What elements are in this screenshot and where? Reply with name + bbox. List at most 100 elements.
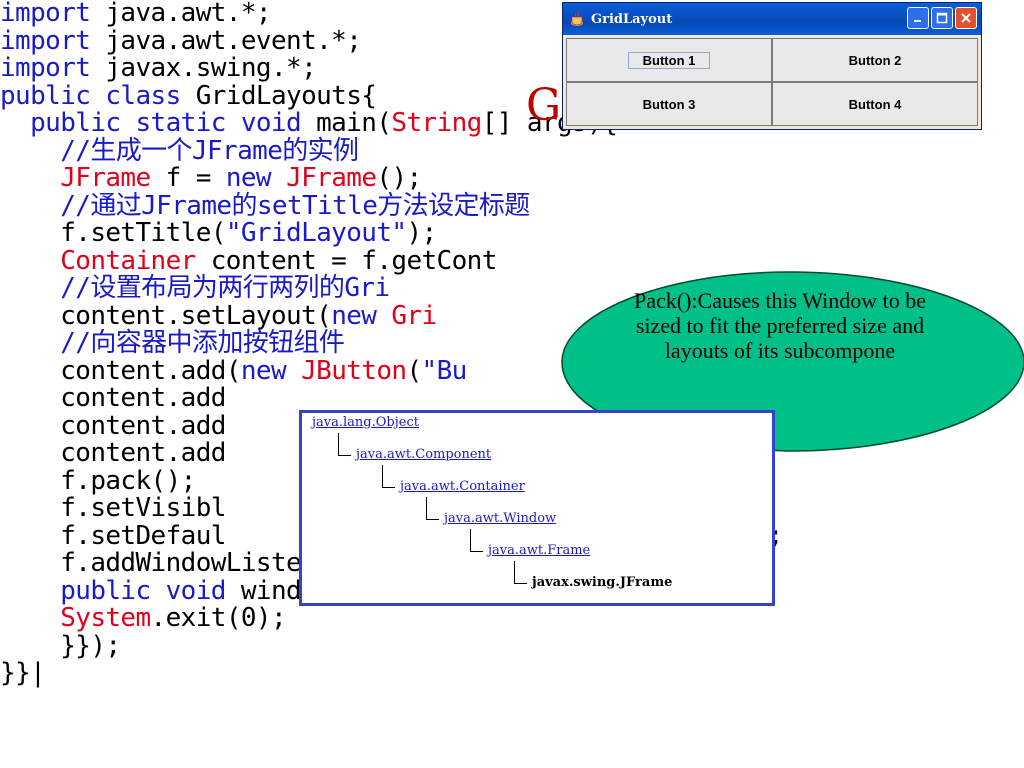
grid-button-label: Button 3	[642, 96, 696, 112]
code-token	[0, 603, 60, 633]
code-token	[0, 328, 60, 358]
code-token: content.add(	[0, 355, 241, 386]
code-token: public static void	[30, 108, 302, 138]
tree-connector	[514, 561, 527, 584]
code-line: //生成一个JFrame的实例	[0, 135, 783, 166]
code-token: public void	[60, 575, 226, 606]
code-token: content.add	[0, 438, 226, 468]
code-line: JFrame f = new JFrame();	[0, 163, 783, 193]
code-token: String	[391, 108, 482, 138]
window-title: GridLayout	[591, 11, 673, 27]
code-token: JFrame	[286, 163, 377, 193]
code-token	[271, 163, 286, 193]
code-line: f.setVisibl	[0, 493, 783, 523]
code-token: main(	[301, 108, 392, 138]
code-token: f =	[150, 163, 226, 193]
minimize-button[interactable]	[907, 7, 929, 29]
tree-connector	[426, 497, 439, 520]
code-token: (	[406, 355, 422, 386]
code-token: new	[240, 355, 287, 386]
code-token: public class	[0, 80, 181, 111]
code-token	[0, 273, 60, 303]
code-line: content.add	[0, 383, 783, 413]
callout-text: Pack():Causes this Window to be sized to…	[633, 288, 926, 363]
code-line: f.setTitle("GridLayout");	[0, 218, 783, 248]
code-token: f.pack();	[0, 465, 196, 496]
code-token: import	[0, 0, 91, 28]
button-grid: Button 1 Button 2 Button 3 Button 4	[566, 38, 978, 126]
code-token: f.setVisibl	[0, 493, 226, 523]
code-token: javax.swing.*;	[90, 53, 317, 83]
code-token: //设置布局为两行两列的Gri	[60, 273, 390, 303]
code-token: }}|	[0, 658, 46, 688]
code-line: content.add ;	[0, 410, 783, 441]
gridlayout-window[interactable]: GridLayout Button 1 Button 2 Button 3 Bu…	[562, 2, 982, 130]
grid-button-label: Button 2	[848, 52, 902, 68]
code-token: content.add	[0, 383, 226, 413]
code-token: import	[0, 53, 91, 83]
code-line: import java.awt.*;	[0, 0, 783, 28]
java-cup-icon	[571, 11, 583, 26]
code-line: Container content = f.getCont	[0, 245, 783, 276]
code-token: }});	[0, 630, 121, 661]
hierarchy-link-java-awt-frame[interactable]: java.awt.Frame	[488, 543, 591, 558]
code-token: content.setLayout(	[0, 300, 332, 331]
code-token	[286, 356, 301, 386]
hierarchy-link-java-awt-window[interactable]: java.awt.Window	[444, 511, 557, 526]
code-line: public class GridLayouts{	[0, 80, 783, 111]
hierarchy-link-java-awt-container[interactable]: java.awt.Container	[400, 479, 525, 494]
code-token: GridLayouts{	[180, 80, 377, 111]
code-token: Container	[60, 245, 196, 276]
code-token: content.add	[0, 410, 226, 441]
code-token: );	[406, 218, 437, 248]
maximize-icon	[936, 12, 948, 24]
code-line: public static void main(String[] args){	[0, 108, 783, 138]
grid-button-label: Button 4	[848, 96, 902, 112]
close-button[interactable]	[955, 7, 977, 29]
code-line: import javax.swing.*;	[0, 53, 783, 83]
hierarchy-link-java-lang-object[interactable]: java.lang.Object	[312, 415, 419, 430]
grid-button-label: Button 1	[627, 51, 711, 69]
code-token: java.awt.*;	[90, 0, 271, 28]
code-line: content.setLayout(new Gri	[0, 300, 783, 331]
code-line: f.pack();	[0, 465, 783, 496]
code-token: java.awt.event.*;	[90, 25, 362, 56]
grid-button-4[interactable]: Button 4	[772, 82, 978, 126]
grid-button-1[interactable]: Button 1	[566, 38, 772, 82]
code-token: .exit(0);	[150, 603, 287, 633]
code-line: import java.awt.event.*;	[0, 25, 783, 56]
code-token: "Bu	[421, 355, 468, 386]
grid-button-2[interactable]: Button 2	[772, 38, 978, 82]
window-titlebar[interactable]: GridLayout	[563, 3, 981, 35]
grid-button-3[interactable]: Button 3	[566, 82, 772, 126]
code-line: System.exit(0);	[0, 603, 783, 633]
code-token: //向容器中添加按钮组件	[60, 328, 345, 358]
code-token	[0, 246, 60, 276]
code-token	[0, 191, 60, 221]
hierarchy-link-java-awt-component[interactable]: java.awt.Component	[356, 447, 492, 462]
minimize-icon	[914, 20, 921, 22]
code-line: content.add(new JButton("Bu	[0, 355, 783, 386]
hierarchy-link-javax-swing-jframe: javax.swing.JFrame	[532, 575, 673, 590]
code-line: //设置布局为两行两列的Gri	[0, 273, 783, 303]
code-token	[0, 108, 30, 138]
code-token: import	[0, 25, 91, 56]
code-token: //生成一个JFrame的实例	[60, 135, 359, 166]
code-token	[376, 301, 391, 331]
code-token: f.setDefaul	[0, 520, 226, 551]
code-token: Gri	[391, 300, 437, 331]
class-hierarchy-box: java.lang.Object java.awt.Component java.a…	[299, 410, 775, 606]
code-line: }}|	[0, 658, 783, 688]
close-icon	[961, 13, 971, 23]
code-line: //向容器中添加按钮组件	[0, 328, 783, 358]
tree-connector	[470, 529, 483, 552]
code-token: "GridLayout"	[225, 218, 407, 248]
code-token: ();	[376, 163, 422, 193]
code-token: System	[60, 603, 151, 633]
code-line: //通过JFrame的setTitle方法设定标题	[0, 191, 783, 221]
code-token	[0, 163, 60, 193]
maximize-button[interactable]	[931, 7, 953, 29]
code-token: content = f.getCont	[195, 245, 498, 276]
code-token: f.setTitle(	[0, 218, 226, 248]
tree-connector	[338, 433, 351, 456]
